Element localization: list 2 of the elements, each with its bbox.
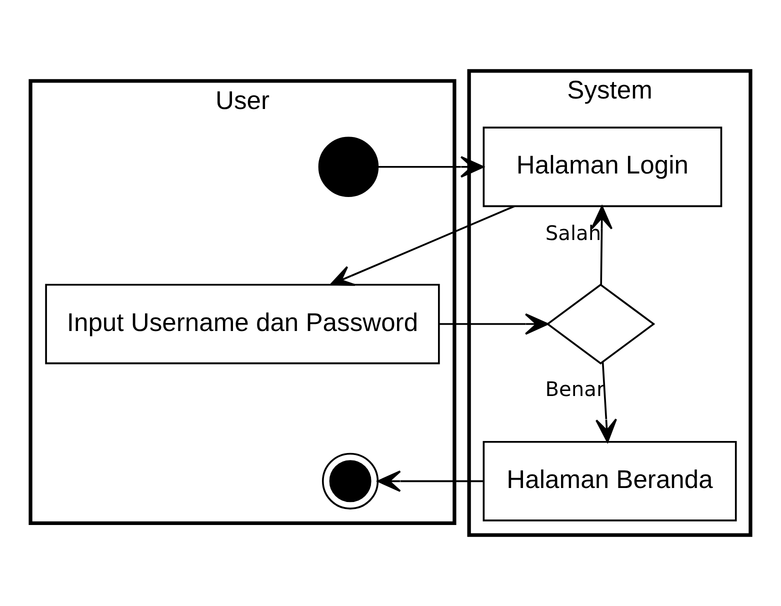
edge-label: Benar <box>545 376 605 401</box>
edge-label: Salah <box>545 220 602 245</box>
